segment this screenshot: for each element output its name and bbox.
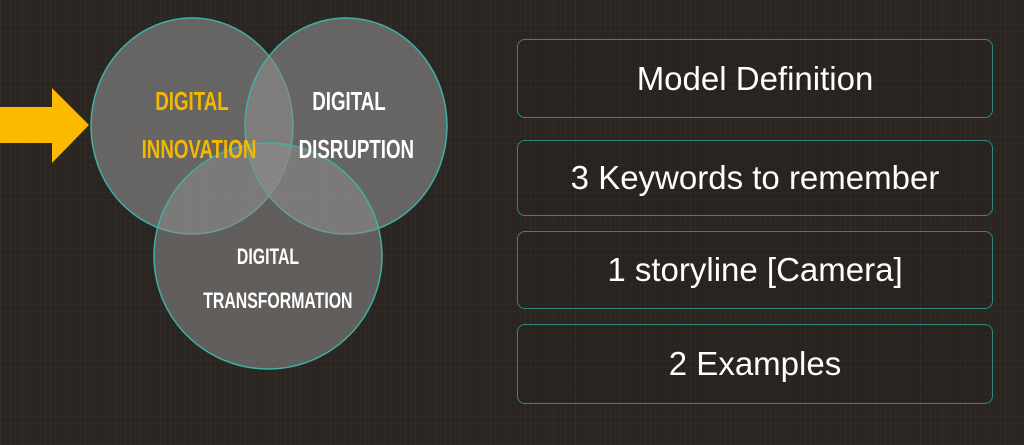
box-model-definition: Model Definition <box>517 39 993 118</box>
label-digital-disruption: DIGITAL DISRUPTION <box>279 88 419 162</box>
circle-digital-transformation <box>153 142 383 370</box>
label-digital-innovation: DIGITAL INNOVATION <box>122 88 262 162</box>
right-arrow-icon <box>0 88 89 163</box>
topic-list: Model Definition 3 Keywords to remember … <box>517 0 995 445</box>
label-line-1: DIGITAL <box>236 244 300 269</box>
box-label: 3 Keywords to remember <box>570 159 940 196</box>
venn-diagram: DIGITAL INNOVATION DIGITAL DISRUPTION DI… <box>0 0 470 445</box>
label-line-1: DIGITAL <box>312 86 386 116</box>
venn-graphic <box>0 17 448 370</box>
label-line-2: INNOVATION <box>141 134 257 164</box>
label-line-2: DISRUPTION <box>298 134 415 164</box>
box-keywords: 3 Keywords to remember <box>517 140 993 216</box>
label-line-1: DIGITAL <box>155 86 229 116</box>
box-label: Model Definition <box>636 59 874 97</box>
box-label: 2 Examples <box>668 345 842 382</box>
box-storyline: 1 storyline [Camera] <box>517 231 993 309</box>
label-line-2: TRANSFORMATION <box>203 288 353 313</box>
box-examples: 2 Examples <box>517 324 993 404</box>
label-digital-transformation: DIGITAL TRANSFORMATION <box>178 246 358 312</box>
box-label: 1 storyline [Camera] <box>607 251 903 288</box>
